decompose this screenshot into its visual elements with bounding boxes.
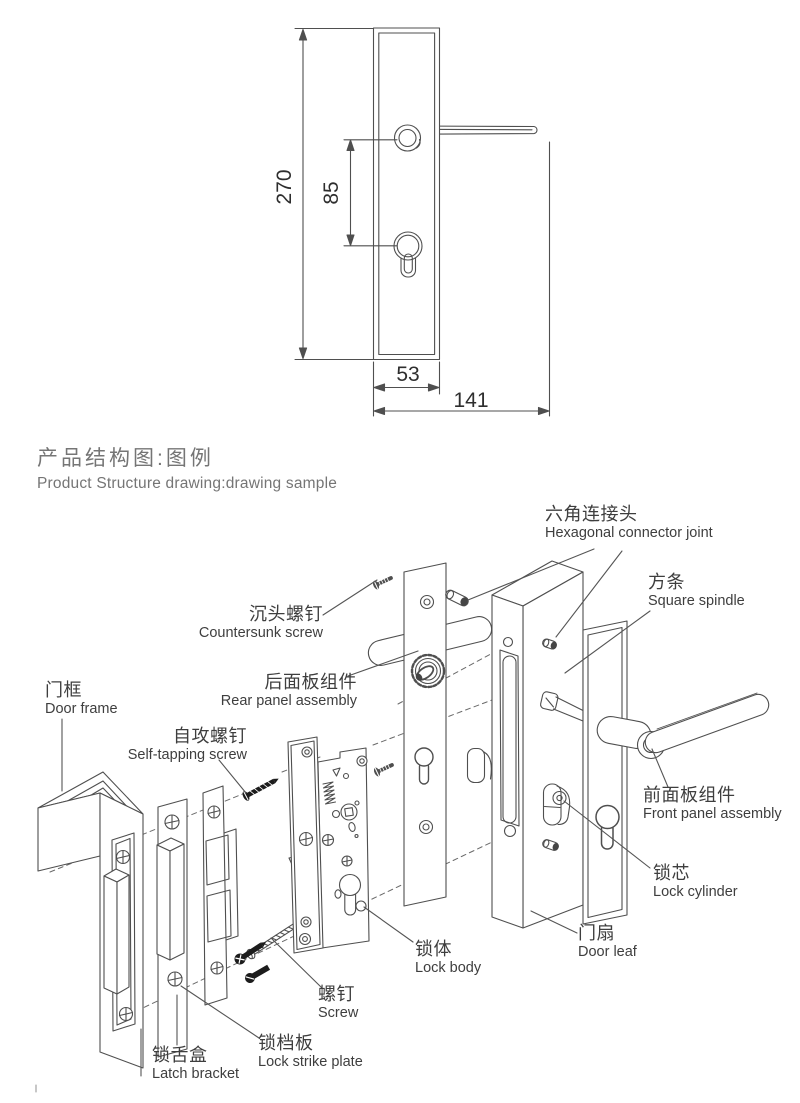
rear-panel-assembly-drawing xyxy=(367,562,493,907)
label-self-tapping-screw: 自攻螺钉 Self-tapping screw xyxy=(127,726,247,763)
leader-lines xyxy=(61,548,669,1077)
mounting-screws-drawing xyxy=(234,922,299,983)
exploded-view xyxy=(35,548,770,1093)
label-square-spindle: 方条 Square spindle xyxy=(648,572,745,609)
latch-bracket-drawing xyxy=(156,798,188,1058)
door-leaf-drawing xyxy=(491,560,584,929)
countersunk-screw-top xyxy=(372,576,393,590)
label-lock-cylinder: 锁芯 Lock cylinder xyxy=(653,863,738,900)
dim-53 xyxy=(372,361,441,417)
hex-connector-pin-rear xyxy=(445,589,469,607)
lock-body-drawing xyxy=(287,736,370,954)
dim-85 xyxy=(343,139,398,247)
dimension-drawing: 270 85 53 141 xyxy=(273,27,551,417)
section-title-en: Product Structure drawing:drawing sample xyxy=(37,475,338,492)
door-frame-drawing xyxy=(37,771,144,1069)
label-lock-body: 锁体 Lock body xyxy=(415,939,482,976)
front-panel-assembly-drawing xyxy=(582,620,770,925)
label-screw: 螺钉 Screw xyxy=(318,984,359,1021)
countersunk-screw-mid xyxy=(373,763,394,777)
label-front-panel-assembly: 前面板组件 Front panel assembly xyxy=(643,785,782,822)
dim-value-270: 270 xyxy=(273,169,296,204)
hex-connector-pin-low xyxy=(542,839,559,851)
dim-270 xyxy=(294,27,374,361)
label-door-leaf: 门扇 Door leaf xyxy=(578,923,637,960)
hex-connector-pin-mid xyxy=(542,638,557,650)
lock-strike-plate-drawing xyxy=(202,785,239,1006)
label-latch-bracket: 锁舌盒 Latch bracket xyxy=(152,1045,240,1082)
section-title-zh: 产品结构图:图例 xyxy=(37,447,214,470)
label-lock-strike-plate: 锁档板 Lock strike plate xyxy=(258,1033,363,1070)
square-spindle-drawing xyxy=(540,691,584,722)
cylinder-thumbturn-drawing xyxy=(466,747,492,784)
dim-value-85: 85 xyxy=(320,181,343,204)
label-countersunk-screw: 沉头螺钉 Countersunk screw xyxy=(198,604,323,641)
dim-141 xyxy=(372,141,551,417)
self-tapping-screw-drawing xyxy=(242,778,279,801)
section-title: 产品结构图:图例 Product Structure drawing:drawi… xyxy=(37,442,337,493)
label-rear-panel-assembly: 后面板组件 Rear panel assembly xyxy=(220,672,357,709)
dim-value-53: 53 xyxy=(396,363,419,386)
label-hexagonal-connector-joint: 六角连接头 Hexagonal connector joint xyxy=(545,504,713,541)
label-door-frame: 门框 Door frame xyxy=(45,680,118,717)
lock-cylinder-drawing xyxy=(542,783,571,826)
dim-value-141: 141 xyxy=(453,389,488,412)
